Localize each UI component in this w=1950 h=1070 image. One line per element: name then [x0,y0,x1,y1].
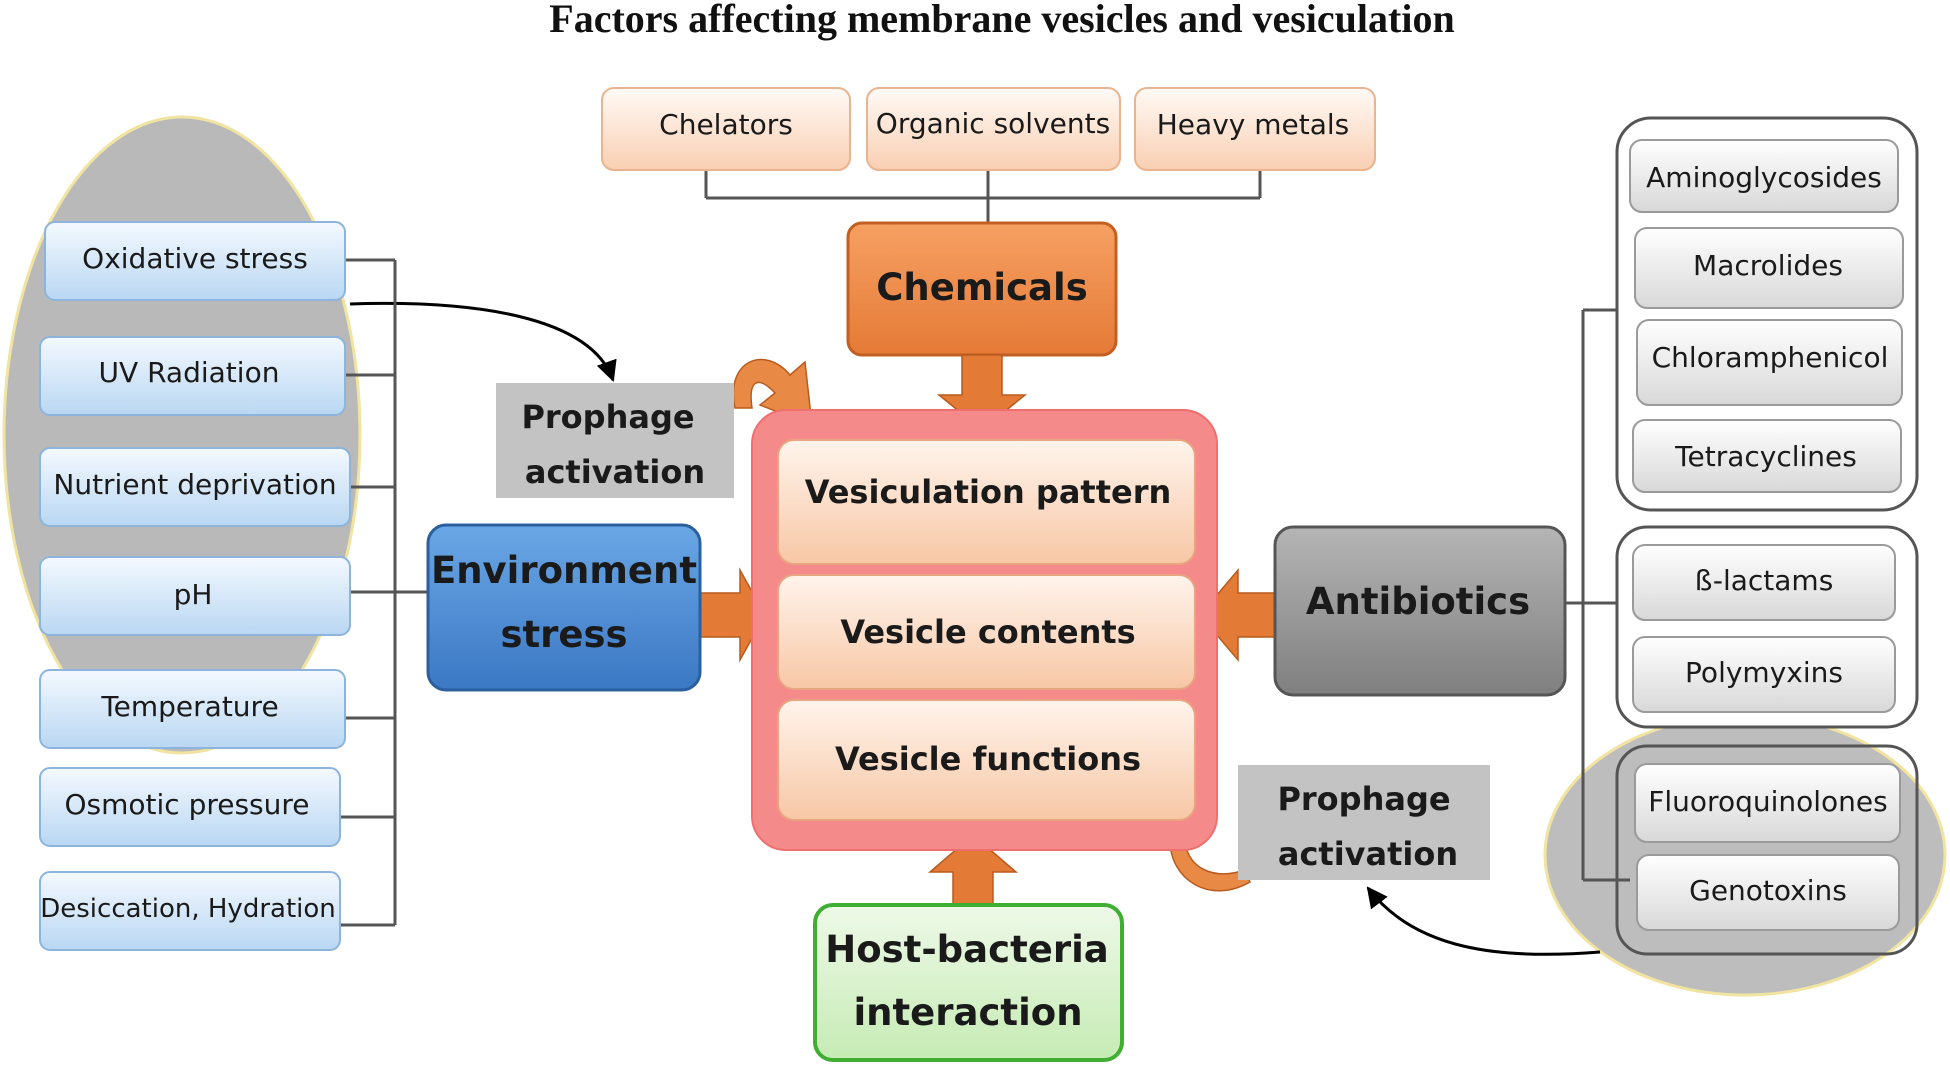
arrow-oxidative-to-prophage [349,301,617,382]
env-item-label: Temperature [100,690,278,723]
antibiotic-item-chloramphenicol: Chloramphenicol [1636,319,1903,406]
vesiculation-pattern-label: Vesiculation pattern [805,473,1172,511]
chemicals-label: Chemicals [876,266,1087,309]
vesicle-contents-box: Vesicle contents [777,574,1196,690]
vesicle-contents-label: Vesicle contents [840,613,1135,651]
chemicals-box: Chemicals [846,221,1118,357]
prophage-left-line1: Prophage [521,398,694,436]
env-item-label: Desiccation, Hydration [40,894,336,924]
host-label-line2: interaction [853,991,1082,1034]
curved-arrow-top-left [732,358,813,427]
organic-solvents-box: Organic solvents [866,87,1121,171]
env-item-temperature: Temperature [39,669,346,749]
chelators-box: Chelators [601,87,851,171]
env-item-osmotic-pressure: Osmotic pressure [39,767,341,847]
antibiotic-item-label: Genotoxins [1689,874,1847,907]
antibiotic-item-beta-lactams: ß-lactams [1632,544,1896,621]
vesicle-functions-box: Vesicle functions [777,699,1196,821]
arrow-genotoxins-to-prophage [1366,886,1601,956]
env-item-label: Osmotic pressure [64,788,309,821]
antibiotic-item-genotoxins: Genotoxins [1636,854,1900,931]
antibiotic-item-label: ß-lactams [1695,564,1834,597]
env-item-nutrient-deprivation: Nutrient deprivation [39,447,351,527]
antibiotics-label: Antibiotics [1306,580,1530,623]
env-item-label: Nutrient deprivation [53,468,336,501]
chemicals-connector [704,170,1262,223]
prophage-right-line1: Prophage [1277,780,1450,818]
antibiotic-item-label: Fluoroquinolones [1648,785,1887,818]
antibiotic-item-macrolides: Macrolides [1634,227,1904,309]
prophage-activation-left: Prophage activation [496,383,734,498]
env-item-label: UV Radiation [99,356,280,389]
antibiotics-box: Antibiotics [1273,525,1567,697]
host-label-line1: Host-bacteria [825,928,1109,971]
environment-stress-box: Environment stress [426,523,702,692]
antibiotic-item-label: Polymyxins [1685,656,1843,689]
chelators-label: Chelators [659,108,793,141]
vesiculation-pattern-box: Vesiculation pattern [777,439,1196,565]
env-item-desiccation-hydration: Desiccation, Hydration [39,871,341,951]
heavy-metals-box: Heavy metals [1134,87,1376,171]
prophage-activation-right: Prophage activation [1238,765,1490,880]
env-item-label: Oxidative stress [82,242,308,275]
prophage-right-line2: activation [1278,835,1458,873]
antibiotic-item-polymyxins: Polymyxins [1632,636,1896,713]
antibiotic-item-tetracyclines: Tetracyclines [1632,419,1902,493]
env-item-label: pH [174,578,213,611]
organic-solvents-label: Organic solvents [876,107,1110,140]
environment-label-line2: stress [500,613,627,656]
antibiotic-item-label: Aminoglycosides [1646,161,1882,194]
antibiotic-group-protein-synthesis [1615,116,1919,512]
arrow-host-up [927,834,1019,906]
environment-connector [340,258,428,927]
arrow-antibiotics-left [1199,567,1276,663]
antibiotic-item-aminoglycosides: Aminoglycosides [1629,139,1899,213]
environment-highlight-ellipse [2,115,362,755]
env-item-uv-radiation: UV Radiation [39,336,346,416]
vesicle-functions-label: Vesicle functions [835,740,1141,778]
prophage-left-line2: activation [525,453,705,491]
antibiotic-group-genotoxic [1615,744,1919,956]
antibiotic-item-label: Chloramphenicol [1652,341,1889,374]
antibiotic-item-label: Macrolides [1693,249,1843,282]
host-bacteria-box: Host-bacteria interaction [813,903,1124,1062]
diagram-title: Factors affecting membrane vesicles and … [549,0,1454,41]
environment-label-line1: Environment [431,549,697,592]
heavy-metals-label: Heavy metals [1157,108,1350,141]
env-item-oxidative-stress: Oxidative stress [44,221,346,301]
antibiotic-item-fluoroquinolones: Fluoroquinolones [1634,763,1901,843]
env-item-ph: pH [39,556,351,636]
antibiotic-item-label: Tetracyclines [1674,440,1857,473]
